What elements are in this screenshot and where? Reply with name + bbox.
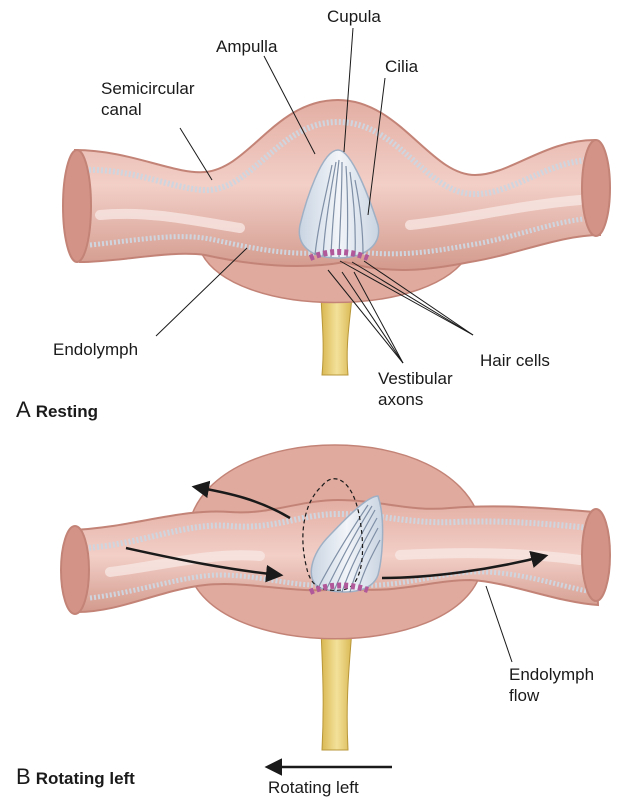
label-semicircular-canal: Semicircular canal [101,78,195,120]
label-cilia: Cilia [385,56,418,77]
panel-a-letter: A [16,397,31,422]
panel-a-canal [63,100,610,375]
canal-opening-right-b [582,509,610,601]
canal-opening-right [582,140,610,236]
panel-b-letter: B [16,764,31,789]
label-hair-cells: Hair cells [480,350,550,371]
label-endolymph: Endolymph [53,339,138,360]
panel-b-leader-lines [486,586,512,662]
panel-b-title: B Rotating left [16,764,135,790]
label-endolymph-flow: Endolymph flow [509,664,594,706]
panel-b-title-text: Rotating left [36,769,135,788]
label-cupula: Cupula [327,6,381,27]
label-rotating-left: Rotating left [268,777,359,798]
panel-a-title-text: Resting [36,402,98,421]
panel-a-title: A Resting [16,397,98,423]
canal-opening-left [63,150,91,262]
label-vestibular-axons: Vestibular axons [378,368,453,410]
canal-opening-left-b [61,526,89,614]
label-ampulla: Ampulla [216,36,277,57]
